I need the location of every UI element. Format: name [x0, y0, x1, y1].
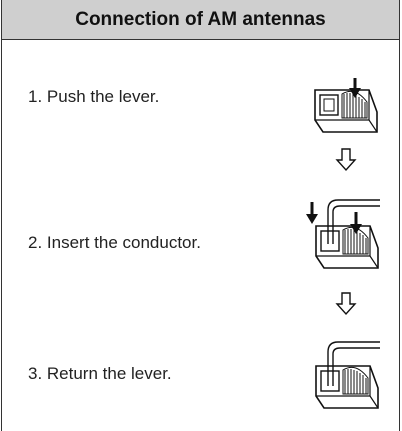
- terminal-lever-push-icon: [314, 78, 378, 133]
- down-arrow-icon: [335, 292, 357, 316]
- panel-header: Connection of AM antennas: [2, 0, 399, 40]
- step-3-text: 3. Return the lever.: [28, 364, 172, 383]
- step-2-text: 2. Insert the conductor.: [28, 233, 201, 252]
- panel-title: Connection of AM antennas: [75, 8, 326, 30]
- step-1-text: 1. Push the lever.: [28, 87, 160, 106]
- down-arrow-icon: [335, 148, 357, 172]
- terminal-insert-conductor-icon: [306, 199, 380, 269]
- terminal-return-lever-icon: [315, 341, 380, 409]
